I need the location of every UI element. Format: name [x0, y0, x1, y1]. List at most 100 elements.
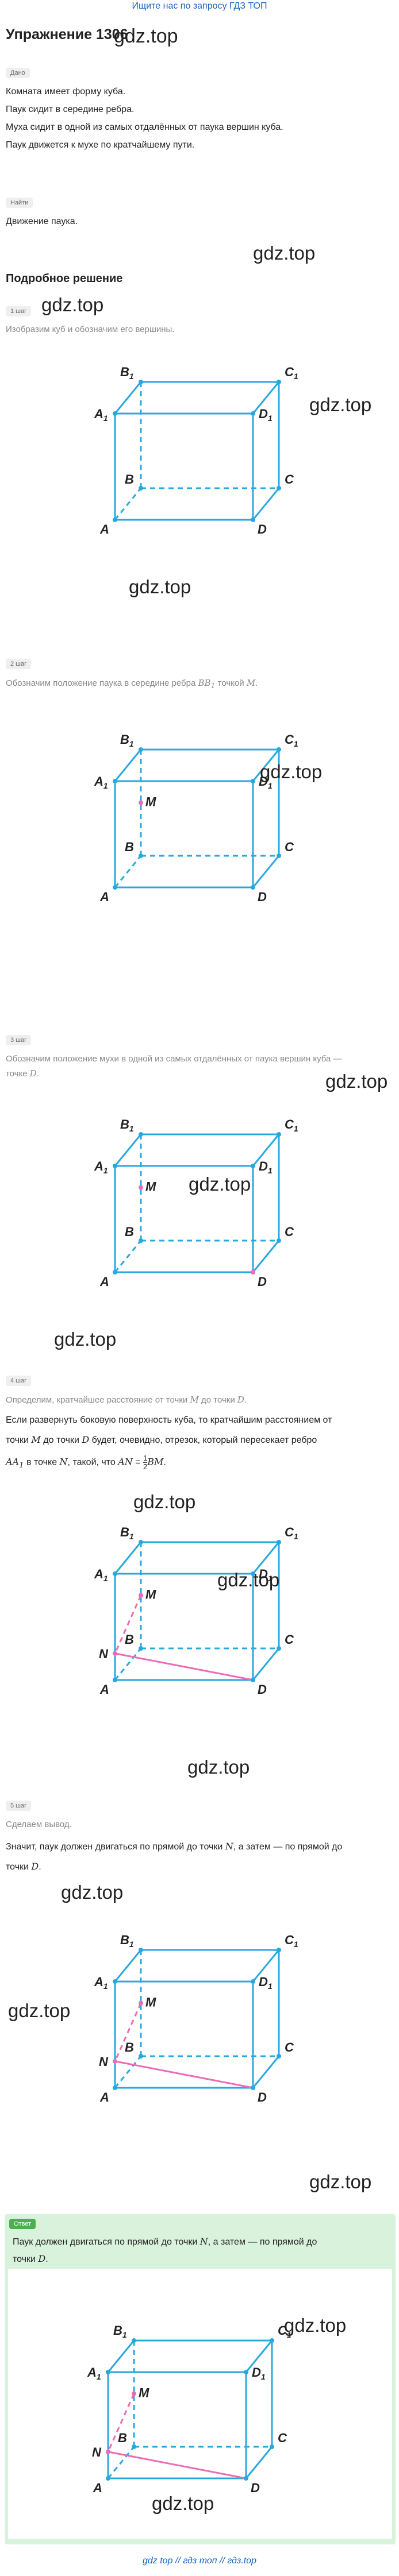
vertex-D — [251, 517, 255, 522]
label-B1: B1 — [120, 1525, 134, 1541]
step-5-pill: 5 шаг — [6, 1801, 32, 1811]
vertex-C1 — [270, 2338, 274, 2343]
label-B1: B1 — [120, 732, 134, 748]
footer-link-3[interactable]: гдз.top — [227, 2556, 257, 2566]
label-A1: A1 — [94, 1975, 108, 1991]
vertex-D — [251, 1270, 255, 1275]
step-2-pill: 2 шаг — [6, 659, 32, 669]
edge-DC — [252, 488, 280, 520]
label-B: B — [118, 2431, 127, 2445]
watermark: gdz.top — [284, 2315, 347, 2336]
watermark: gdz.top — [187, 1756, 250, 1778]
label-C1: C1 — [285, 1525, 298, 1541]
edge-AB — [114, 1648, 142, 1681]
point-N — [113, 2059, 117, 2064]
edge-A1B1 — [107, 2340, 135, 2373]
label-A1: A1 — [87, 2365, 101, 2381]
vertex-C1 — [277, 1540, 281, 1544]
label-D1: D1 — [252, 2365, 266, 2381]
vertex-C1 — [277, 1132, 281, 1137]
path-MN — [107, 2393, 135, 2453]
point-M — [139, 1593, 143, 1598]
path-ND — [114, 2060, 254, 2089]
point-N — [106, 2449, 110, 2454]
vertex-B — [139, 1238, 143, 1243]
label-M: M — [139, 2386, 149, 2400]
label-D: D — [258, 1682, 267, 1697]
watermark: gdz.top — [133, 1491, 196, 1512]
watermark: gdz.top — [54, 1328, 117, 1350]
step-5-line-3: точки D. — [6, 1861, 41, 1872]
header-link[interactable]: Ищите нас по запросу ГДЗ ТОП — [132, 1, 267, 11]
edge-A1B1 — [114, 1949, 142, 1982]
vertex-A1 — [113, 411, 117, 416]
step-3-pill: 3 шаг — [6, 1035, 32, 1045]
label-M: M — [145, 795, 156, 809]
label-C1: C1 — [285, 1117, 298, 1133]
vertex-A — [113, 885, 117, 890]
point-M — [139, 2000, 143, 2006]
given-line-4: Паук движется к мухе по кратчайшему пути… — [6, 140, 195, 150]
label-D1: D1 — [259, 407, 273, 423]
vertex-A1 — [106, 2370, 110, 2374]
label-C: C — [278, 2431, 287, 2445]
vertex-D1 — [251, 1571, 255, 1576]
vertex-D1 — [251, 1164, 255, 1168]
given-line-3: Муха сидит в одной из самых отдалённых о… — [6, 122, 283, 132]
given-pill: Дано — [6, 68, 30, 78]
edge-D1C1 — [252, 1134, 280, 1167]
vertex-D1 — [251, 411, 255, 416]
footer-link-1[interactable]: gdz top — [142, 2556, 173, 2566]
point-M — [139, 1185, 143, 1190]
vertex-B1 — [139, 1540, 143, 1544]
answer-line-2: точки D. — [13, 2253, 48, 2264]
edge-AB — [114, 488, 142, 520]
given-line-2: Паук сидит в середине ребра. — [6, 105, 135, 114]
vertex-B — [139, 1646, 143, 1651]
label-A1: A1 — [94, 1159, 108, 1175]
vertex-B1 — [139, 380, 143, 384]
watermark: gdz.top — [8, 2000, 71, 2021]
vertex-B1 — [139, 747, 143, 752]
vertex-A1 — [113, 779, 117, 783]
step-3-line-1: Обозначим положение мухи в одной из самы… — [6, 1054, 342, 1064]
label-B1: B1 — [120, 1117, 134, 1133]
footer-link-2[interactable]: гдз топ — [183, 2556, 217, 2566]
label-A: A — [99, 2090, 109, 2104]
edge-D1C1 — [245, 2340, 273, 2373]
vertex-A — [113, 1678, 117, 1682]
label-C1: C1 — [285, 1933, 298, 1949]
given-line-1: Комната имеет форму куба. — [6, 87, 126, 96]
label-D1: D1 — [259, 1159, 273, 1175]
step-4-line-2: Если развернуть боковую поверхность куба… — [6, 1415, 332, 1425]
edge-DC — [252, 1240, 280, 1273]
vertex-C1 — [277, 1948, 281, 1952]
vertex-C — [277, 486, 281, 491]
vertex-B — [139, 486, 143, 491]
edge-DC — [252, 2056, 280, 2088]
watermark: gdz.top — [309, 394, 372, 415]
solution-title: Подробное решение — [6, 272, 123, 285]
edge-A1B1 — [114, 749, 142, 782]
edge-DC — [252, 855, 280, 888]
answer-line-1: Паук должен двигаться по прямой до точки… — [13, 2236, 317, 2247]
label-C: C — [285, 472, 294, 486]
find-pill: Найти — [6, 198, 33, 208]
edge-A1B1 — [114, 381, 142, 414]
step-4-line-3: точки M до точки D будет, очевидно, отре… — [6, 1434, 317, 1445]
edge-DC — [245, 2446, 273, 2479]
vertex-C1 — [277, 380, 281, 384]
label-N: N — [92, 2445, 102, 2459]
vertex-C — [277, 853, 281, 858]
label-C: C — [285, 840, 294, 854]
label-B1: B1 — [113, 2323, 127, 2339]
vertex-B — [139, 2054, 143, 2059]
label-D1: D1 — [259, 1975, 273, 1991]
label-D: D — [258, 522, 267, 536]
path-MN — [114, 2002, 142, 2062]
vertex-C — [277, 1646, 281, 1651]
label-M: M — [145, 1995, 156, 2010]
